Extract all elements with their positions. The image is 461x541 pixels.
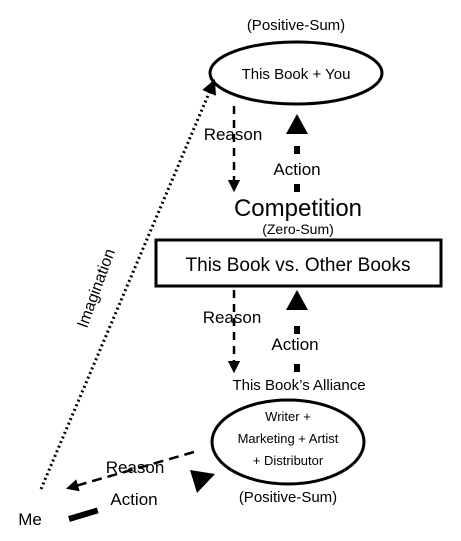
me-action-label: Action [110, 490, 157, 509]
me-action-arrowhead [190, 470, 215, 493]
middle-node-box [154, 238, 443, 288]
middle-node-label: This Book vs. Other Books [186, 255, 411, 276]
upper-action-arrowhead [286, 114, 308, 134]
lower-action-label: Action [271, 335, 318, 354]
me-label: Me [18, 510, 42, 529]
competition-title: Competition [234, 195, 362, 222]
me-reason-label: Reason [106, 458, 165, 477]
me-reason-arrow [65, 450, 195, 492]
top-tag: (Positive-Sum) [247, 17, 345, 34]
alliance-node-ellipse [210, 398, 366, 486]
bottom-tag: (Positive-Sum) [239, 489, 337, 506]
middle-tag: (Zero-Sum) [262, 221, 334, 237]
top-node-label: This Book + You [242, 66, 351, 83]
alliance-heading: This Book’s Alliance [232, 377, 365, 394]
lower-reason-label: Reason [203, 308, 262, 327]
lower-action-arrowhead [286, 290, 308, 310]
alliance-line-1: Writer + [265, 409, 311, 424]
me-action-arrow [68, 478, 197, 522]
alliance-line-3: + Distributor [253, 453, 324, 468]
upper-reason-label: Reason [204, 125, 263, 144]
upper-action-label: Action [273, 160, 320, 179]
alliance-line-2: Marketing + Artist [238, 431, 339, 446]
top-node-ellipse [208, 40, 384, 106]
